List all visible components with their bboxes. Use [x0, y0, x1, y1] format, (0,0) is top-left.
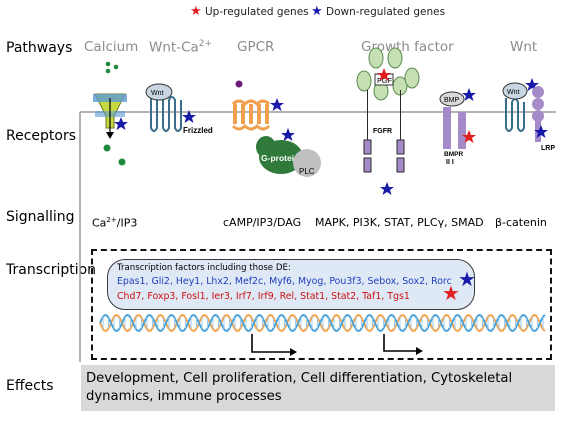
- red-star-icon: ★: [190, 4, 202, 19]
- transcription-factor-box: [107, 259, 475, 310]
- down-regulated-tf-list: Epas1,Gli2,Hey1,Lhx2,Mef2c,Myf6,Myog,Pou…: [117, 276, 455, 287]
- up-regulated-tf-list: Chd7,Foxp3,Fosl1,Ier3,Irf7,Irf9,Rel,Stat…: [117, 291, 413, 302]
- g-protein-icon: [256, 136, 303, 174]
- down-regulated-gene: Epas1,: [117, 276, 149, 287]
- down-regulated-star-icon: [281, 128, 295, 141]
- down-regulated-star-icon: [270, 98, 284, 111]
- up-regulated-gene: Rel,: [279, 291, 298, 302]
- signalling-calcium: Ca2+/IP3: [92, 216, 138, 230]
- signalling-gpcr: cAMP/IP3/DAG: [223, 216, 302, 229]
- wnt-label-1: Wnt: [151, 90, 164, 97]
- up-regulated-star-icon: ★: [442, 283, 460, 305]
- down-regulated-gene: Myf6,: [269, 276, 296, 287]
- down-regulated-gene: Rorc: [431, 276, 452, 287]
- up-regulated-gene: Foxp3,: [147, 291, 179, 302]
- row-label-transcription: Transcription: [6, 262, 97, 278]
- frizzled-label: Frizzled: [183, 126, 213, 135]
- legend-down: ★ Down-regulated genes: [311, 4, 445, 19]
- lrp-label: LRP: [541, 145, 555, 152]
- pathway-gpcr: GPCR: [237, 39, 275, 55]
- fgf-label: FGF: [377, 76, 392, 85]
- frizzled-receptor-icon: [150, 96, 182, 132]
- pathway-calcium: Calcium: [84, 39, 139, 55]
- row-label-pathways: Pathways: [6, 40, 73, 56]
- fgfr-label: FGFR: [373, 128, 392, 135]
- down-regulated-star-icon: ★: [458, 269, 476, 291]
- signalling-growth-factor: MAPK, PI3K, STAT, PLCγ, SMAD: [315, 216, 484, 229]
- tf-box-title: Transcription factors including those DE…: [117, 263, 291, 273]
- up-regulated-star-icon: [377, 68, 391, 81]
- up-regulated-star-icon: [462, 130, 476, 143]
- up-regulated-gene: Tgs1: [387, 291, 410, 302]
- signalling-wnt: β-catenin: [495, 216, 547, 229]
- legend-up: ★ Up-regulated genes: [190, 4, 309, 19]
- wnt-ligand-icon: [145, 83, 173, 101]
- legend-down-label: Down-regulated genes: [326, 6, 446, 18]
- blue-star-icon: ★: [311, 4, 323, 19]
- up-regulated-gene: Chd7,: [117, 291, 145, 302]
- up-regulated-gene: Irf9,: [257, 291, 277, 302]
- row-label-effects: Effects: [6, 378, 54, 394]
- bmp-ligand-icon: [439, 91, 465, 107]
- row-label-signalling: Signalling: [6, 209, 75, 225]
- up-regulated-gene: Taf1,: [362, 291, 385, 302]
- g-protein-label: G-protein: [261, 153, 299, 163]
- bmpr-receptor-icon: [443, 107, 466, 149]
- legend-up-label: Up-regulated genes: [205, 6, 309, 18]
- up-regulated-gene: Stat2,: [331, 291, 360, 302]
- wnt-label-2: Wnt: [507, 89, 520, 96]
- plc-enzyme-icon: [293, 149, 321, 177]
- plc-label: PLC: [299, 167, 315, 176]
- up-regulated-gene: Irf7,: [235, 291, 255, 302]
- down-regulated-star-icon: [380, 182, 394, 195]
- gpcr-receptor-icon: [233, 104, 269, 124]
- pathway-growth-factor: Growth factor: [361, 39, 454, 55]
- transcription-start-arrow-2: [383, 334, 416, 352]
- up-regulated-gene: Stat1,: [300, 291, 329, 302]
- pathway-wnt: Wnt: [510, 39, 538, 55]
- calcium-channel-icon: [93, 61, 127, 166]
- down-regulated-star-icon: [462, 88, 476, 101]
- up-regulated-gene: Ier3,: [211, 291, 233, 302]
- fgfr-receptor-icon: [363, 90, 405, 173]
- down-regulated-star-icon: [182, 110, 196, 123]
- effects-text: Development, Cell proliferation, Cell di…: [86, 371, 513, 404]
- row-label-receptors: Receptors: [6, 128, 77, 144]
- down-regulated-gene: Pou3f3,: [329, 276, 365, 287]
- down-regulated-gene: Sox2,: [402, 276, 429, 287]
- down-regulated-star-icon: [114, 117, 128, 130]
- bmpr-type-label: II I: [446, 159, 454, 166]
- down-regulated-gene: Sebox,: [367, 276, 400, 287]
- up-regulated-gene: Fosl1,: [181, 291, 209, 302]
- bmpr-label: BMPR: [444, 151, 463, 158]
- down-regulated-gene: Mef2c,: [234, 276, 267, 287]
- down-regulated-gene: Gli2,: [151, 276, 173, 287]
- effects-box: [81, 365, 555, 411]
- transcription-region: [91, 249, 552, 360]
- down-regulated-gene: Lhx2,: [206, 276, 232, 287]
- bmp-label: BMP: [444, 97, 460, 104]
- wnt-ligand-icon: [502, 82, 528, 100]
- transcription-start-arrow-1: [251, 334, 290, 353]
- down-regulated-star-icon: [534, 125, 548, 138]
- gpcr-ligand-icon: [235, 80, 243, 88]
- dna-helix-icon: [99, 314, 546, 332]
- pathway-wnt-ca: Wnt-Ca2+: [149, 39, 213, 56]
- down-regulated-gene: Myog,: [298, 276, 327, 287]
- fgf-ligand-cluster-icon: [356, 47, 420, 101]
- down-regulated-gene: Hey1,: [175, 276, 204, 287]
- wnt-frizzled-receptor-icon: [505, 98, 525, 132]
